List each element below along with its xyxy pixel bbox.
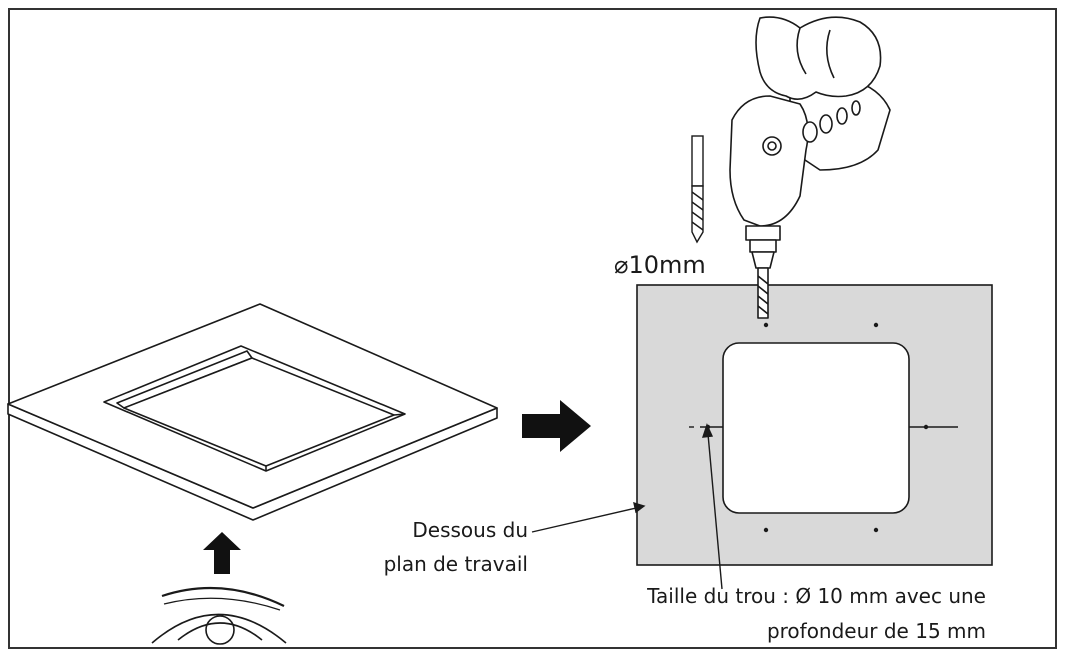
underside-label-line1: Dessous du: [412, 518, 528, 542]
drill-bit-icon: [691, 135, 704, 244]
hole-size-label-line2: profondeur de 15 mm: [767, 619, 986, 643]
arrow-right-icon: [522, 400, 591, 452]
leader-lines: [531, 423, 723, 590]
diagram-frame: [8, 8, 1057, 649]
underside-label-line2: plan de travail: [384, 552, 528, 576]
arrow-up-icon: [203, 532, 241, 574]
drill-icon: [729, 16, 891, 319]
worktop-cutout: [722, 342, 910, 514]
eye-icon: [151, 586, 287, 645]
hole-size-label-line1: Taille du trou : Ø 10 mm avec une: [646, 584, 986, 608]
hole-marker-icon: [763, 322, 769, 328]
hole-marker-icon: [873, 322, 879, 328]
hole-marker-icon: [763, 527, 769, 533]
hole-marker-icon: [873, 527, 879, 533]
worktop-perspective: [7, 303, 498, 521]
drill-bit-label: ⌀10mm: [614, 251, 706, 279]
hole-marker-icon: [923, 424, 929, 430]
